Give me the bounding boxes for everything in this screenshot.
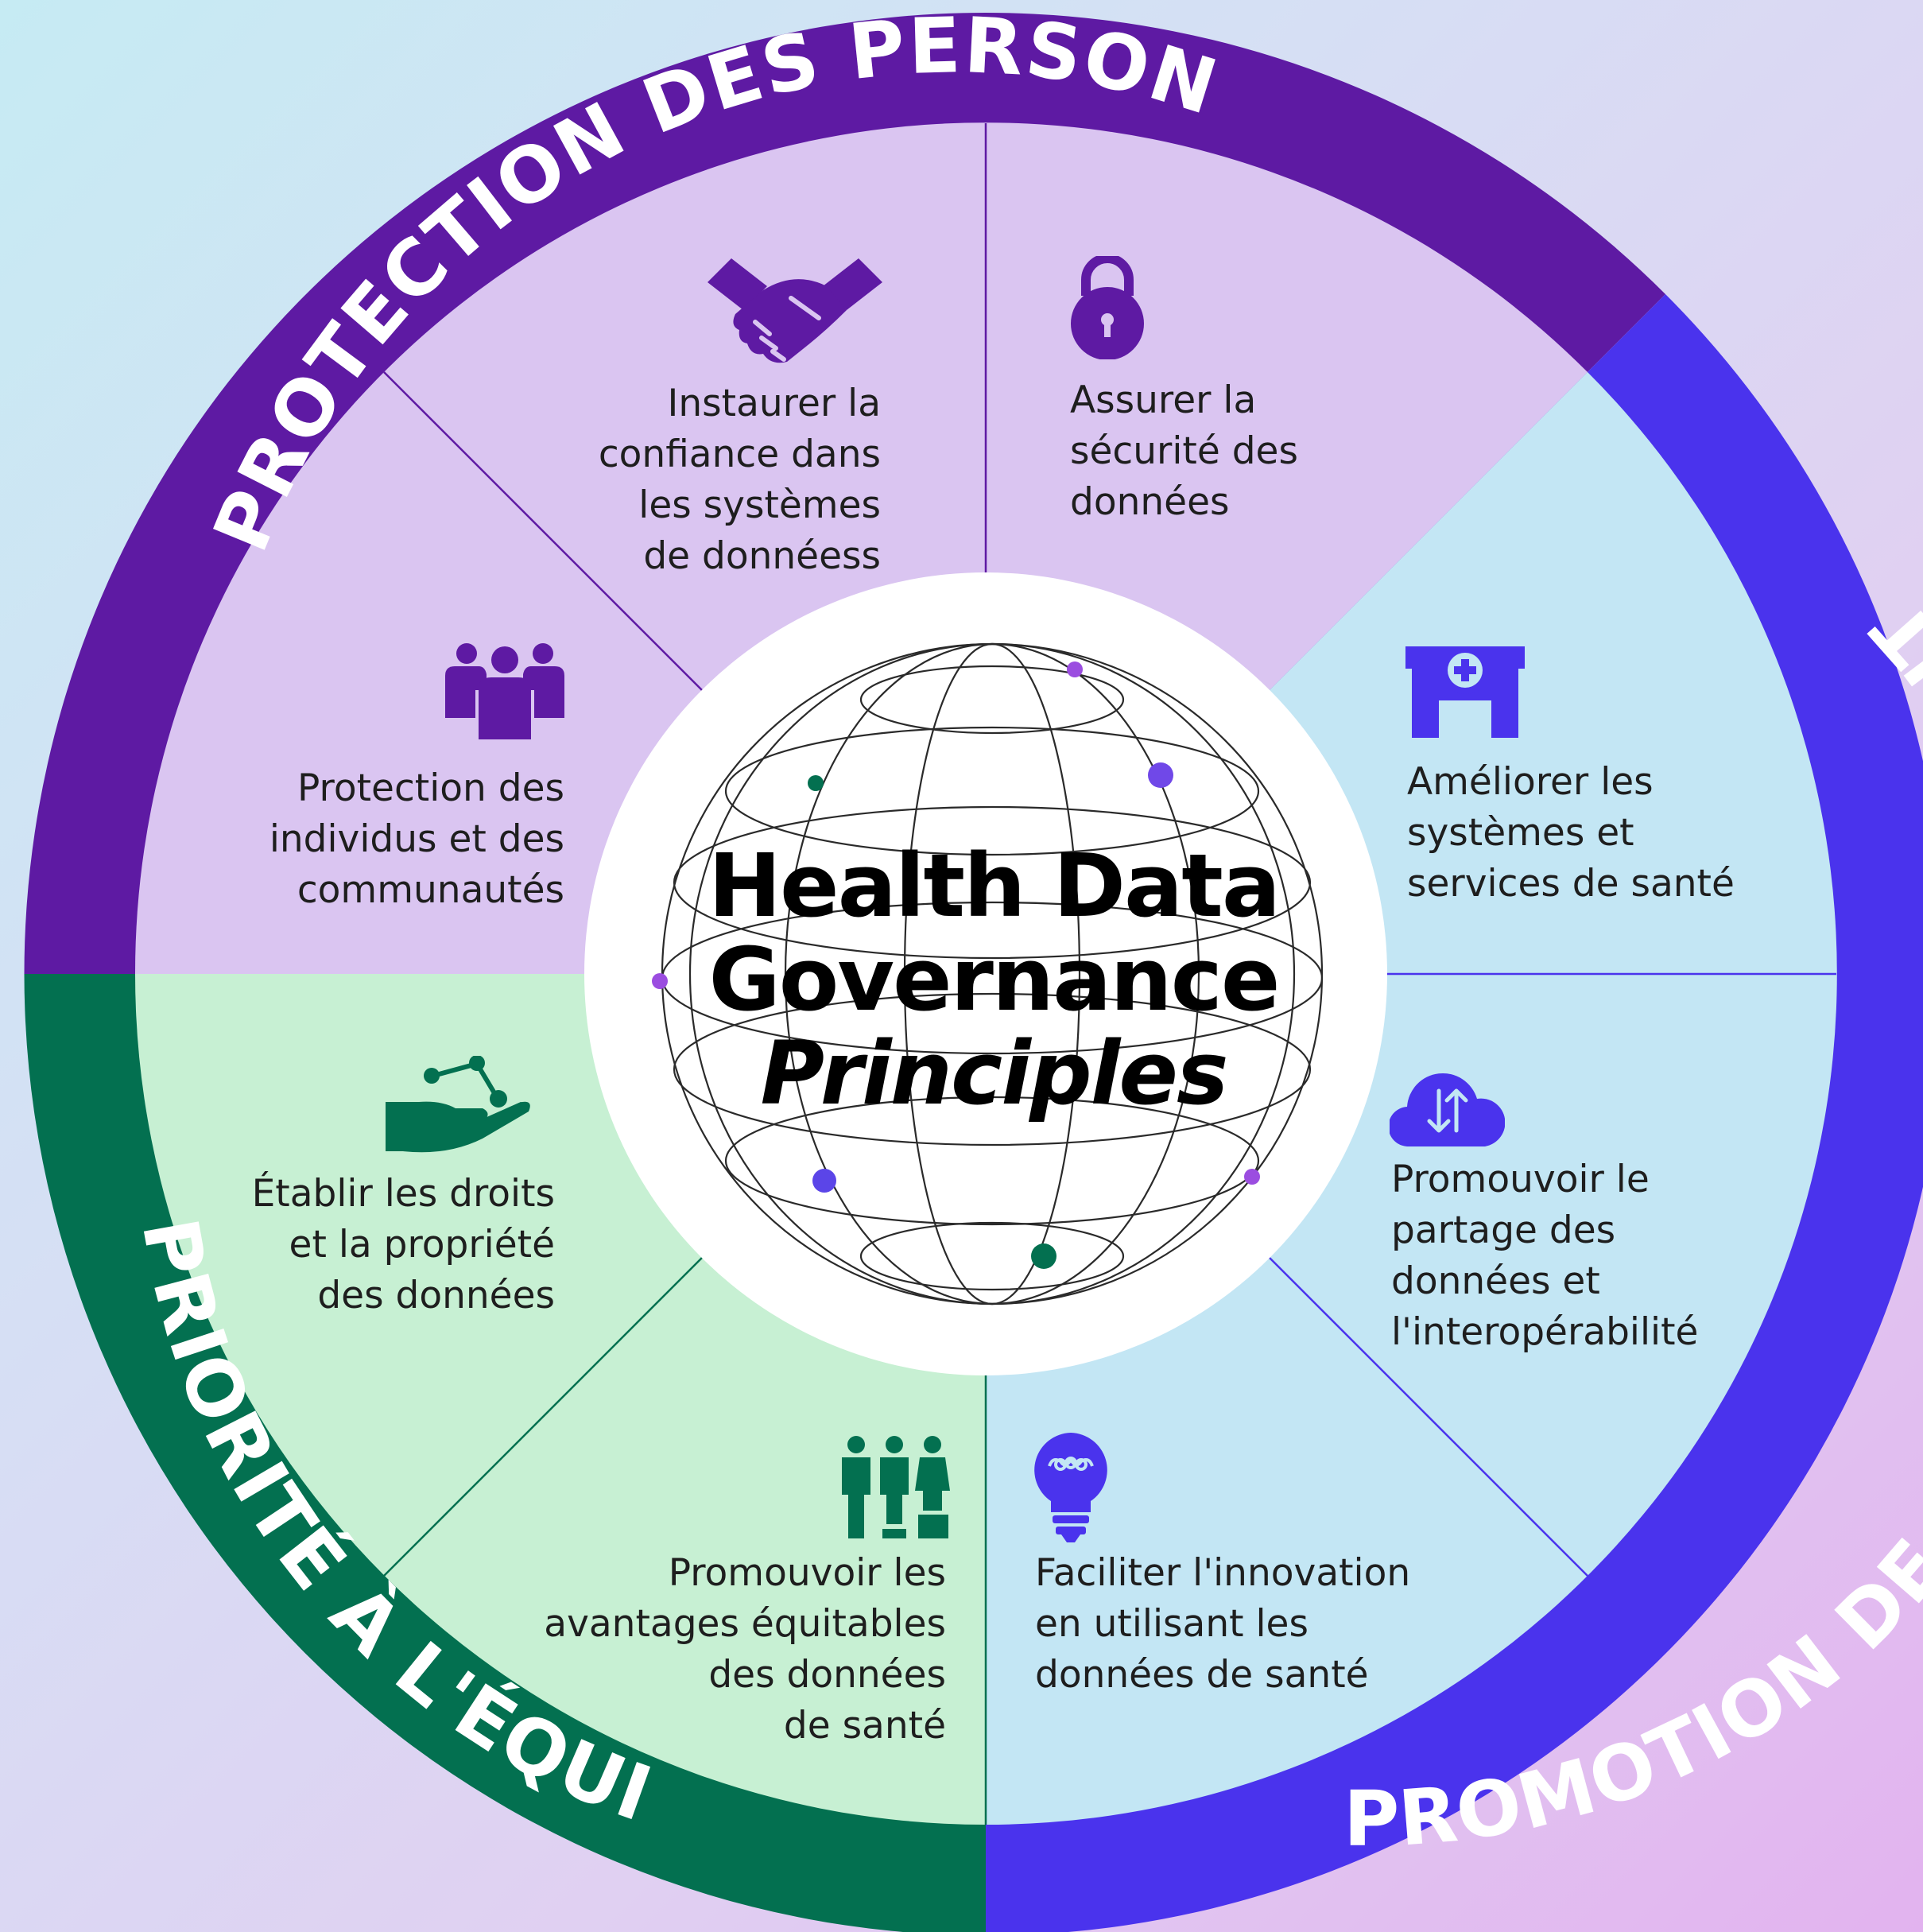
globe-dots [652, 661, 1260, 1269]
title-line-3: Principles [760, 1022, 1229, 1124]
center-title: Health Data Governance Principles [628, 839, 1359, 1120]
hospital-icon [1405, 646, 1525, 738]
principle-label-innovation: Faciliter l'innovation en utilisant les … [1035, 1551, 1411, 1697]
lightbulb-icon [1034, 1433, 1107, 1542]
wedge-protection [134, 122, 1588, 974]
principle-label-security: Assurer la sécurité des données [1070, 378, 1298, 524]
group-icon [445, 643, 564, 739]
title-line-1: Health Data [708, 835, 1281, 937]
globe-icon [661, 642, 1324, 1305]
center-disc [584, 572, 1387, 1375]
padlock-icon [1071, 256, 1144, 359]
principle-label-rights-ownership: Établir les droits et la propriété des d… [251, 1172, 555, 1317]
principle-label-health-systems: Améliorer les systèmes et services de sa… [1407, 760, 1735, 906]
handshake-icon [708, 258, 882, 363]
title-line-2: Governance [708, 929, 1280, 1030]
principle-label-trust: Instaurer la confiance dans les systèmes… [598, 382, 881, 578]
cloud-transfer-icon [1390, 1073, 1505, 1146]
principle-label-individuals: Protection des individus et des communau… [269, 766, 564, 912]
hand-network-icon [386, 1056, 530, 1153]
principle-label-equitable-benefits: Promouvoir les avantages équitables des … [544, 1551, 946, 1748]
people-equity-icon [842, 1436, 950, 1538]
principle-label-data-sharing: Promouvoir le partage des données et l'i… [1391, 1158, 1699, 1354]
